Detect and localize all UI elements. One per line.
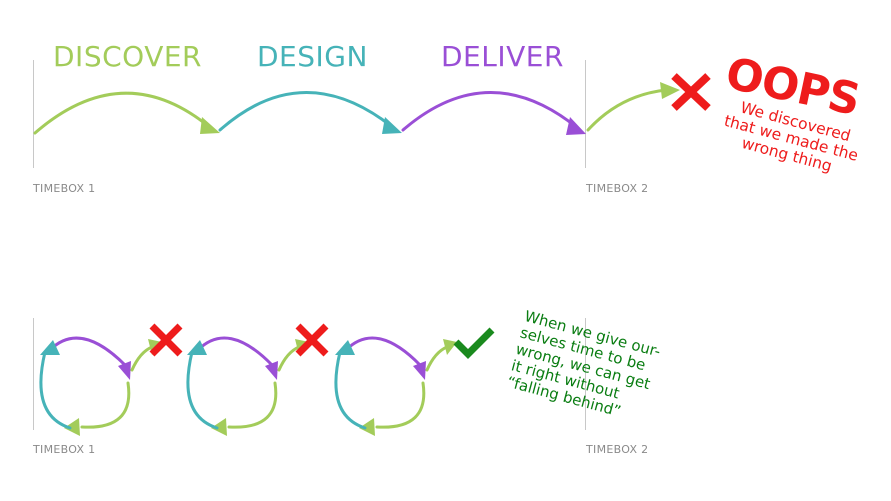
cross-icon: [671, 73, 711, 111]
cycle-1: [39, 336, 162, 436]
arrowhead-discover: [200, 117, 220, 134]
timebox-divider-bottom-1: [33, 318, 34, 430]
cycle-3: [334, 336, 457, 436]
arrowhead-second-discover: [660, 82, 680, 99]
timebox-label-bottom-2: TIMEBOX 2: [586, 443, 649, 456]
arrowhead-design: [382, 117, 402, 134]
timebox-label-top-2: TIMEBOX 2: [586, 182, 649, 195]
check-icon: [453, 327, 495, 359]
phase-label-design: DESIGN: [257, 40, 368, 73]
timebox-divider-bottom-2: [585, 318, 586, 430]
cross-icon: [295, 323, 329, 357]
arc-second-discover: [586, 88, 668, 132]
timebox-divider-top-1: [33, 60, 34, 168]
arc-deliver: [401, 91, 582, 132]
timebox-divider-top-2: [585, 60, 586, 168]
phase-label-deliver: DELIVER: [441, 40, 564, 73]
phase-label-discover: DISCOVER: [53, 40, 202, 73]
arc-design: [218, 91, 398, 132]
cycle-2: [186, 336, 309, 436]
cross-icon: [149, 323, 183, 357]
timebox-label-bottom-1: TIMEBOX 1: [33, 443, 96, 456]
timebox-label-top-1: TIMEBOX 1: [33, 182, 96, 195]
arrowhead-deliver: [566, 117, 586, 135]
arc-discover: [33, 91, 215, 135]
